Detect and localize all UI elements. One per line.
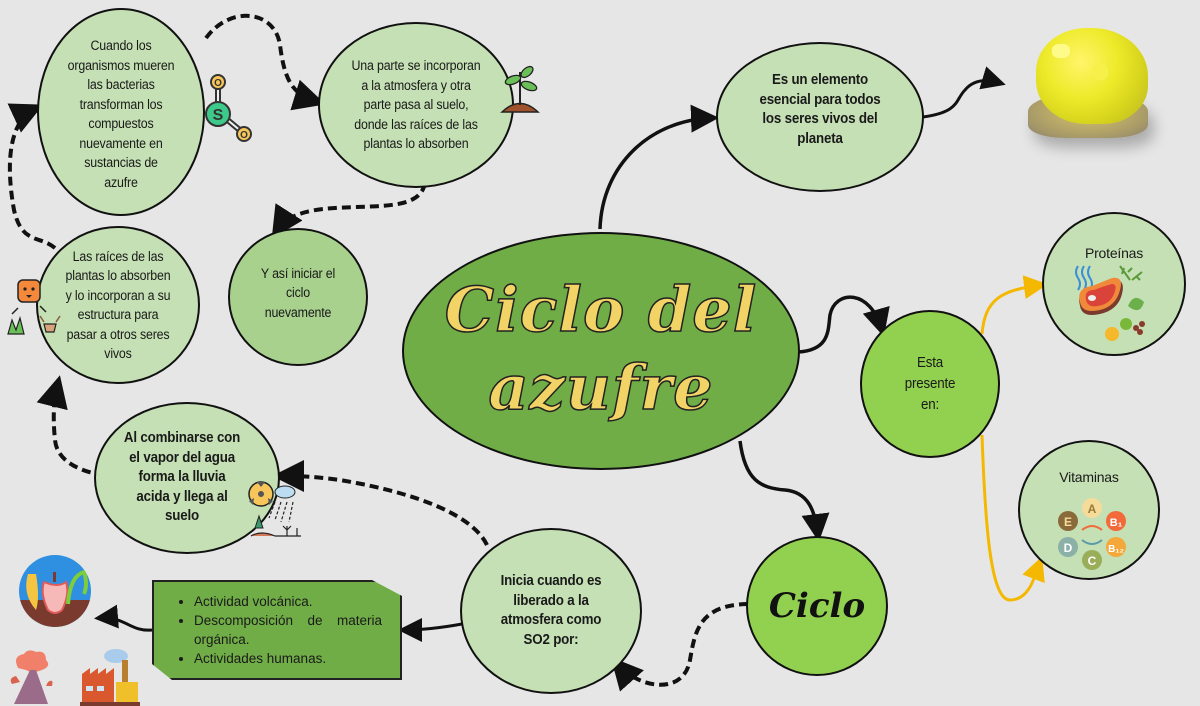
node-atmosfera: Una parte se incorporan a la atmosfera y… bbox=[318, 22, 514, 188]
arrow-sources-to-icons bbox=[94, 604, 153, 632]
arrow-title-to-ciclo bbox=[738, 440, 830, 542]
node-esencial: Es un elemento esencial para todos los s… bbox=[716, 42, 924, 192]
node-inicia-text: Inicia cuando es liberado a la atmosfera… bbox=[500, 573, 602, 648]
title-node: Ciclo del azufre bbox=[402, 232, 800, 470]
node-presente: Esta presente en: bbox=[860, 310, 1000, 458]
dashed-arrow-atmosfera-to-reinicio bbox=[271, 182, 427, 239]
node-ciclo: Ciclo bbox=[746, 536, 888, 676]
factory-icon bbox=[80, 649, 140, 706]
dashed-arrow-ciclo-to-inicia bbox=[610, 602, 749, 692]
node-reinicio: Y así iniciar el ciclo nuevamente bbox=[228, 228, 368, 366]
arrow-inicia-to-sources bbox=[398, 617, 463, 642]
node-organismos: Cuando los organismos mueren las bacteri… bbox=[37, 8, 205, 216]
node-lluvia-text: Al combinarse con el vapor del agua form… bbox=[123, 430, 241, 525]
sprout-icon bbox=[500, 65, 540, 113]
svg-text:D: D bbox=[1064, 541, 1073, 555]
node-presente-text: Esta presente en: bbox=[904, 354, 956, 413]
food-chain-icon bbox=[7, 279, 61, 335]
svg-text:B₁₂: B₁₂ bbox=[1108, 544, 1124, 555]
svg-text:C: C bbox=[1088, 554, 1097, 568]
arrow-presente-to-proteinas bbox=[980, 275, 1048, 335]
svg-text:S: S bbox=[213, 107, 224, 124]
sources-list: Actividad volcánica. Descomposición de m… bbox=[154, 582, 400, 676]
node-raices: Las raíces de las plantas lo absorben y … bbox=[36, 226, 200, 384]
so2-molecule-icon: O S O bbox=[205, 74, 252, 142]
node-inicia: Inicia cuando es liberado a la atmosfera… bbox=[460, 528, 642, 694]
node-proteinas-text: Proteínas bbox=[1084, 245, 1144, 261]
svg-text:A: A bbox=[1088, 502, 1097, 516]
svg-text:O: O bbox=[240, 130, 248, 141]
node-raices-text: Las raíces de las plantas lo absorben y … bbox=[65, 248, 171, 362]
svg-text:B₁: B₁ bbox=[1110, 517, 1123, 529]
node-organismos-text: Cuando los organismos mueren las bacteri… bbox=[67, 38, 175, 190]
dashed-arrow-inicia-to-lluvia bbox=[272, 460, 489, 546]
volcano-icon bbox=[10, 650, 53, 704]
node-esencial-text: Es un elemento esencial para todos los s… bbox=[759, 72, 881, 147]
sources-box: Actividad volcánica. Descomposición de m… bbox=[152, 580, 402, 680]
arrow-presente-to-vitaminas bbox=[980, 434, 1045, 602]
source-item: Actividades humanas. bbox=[194, 649, 382, 668]
arrow-title-to-esencial bbox=[598, 104, 719, 230]
acid-rain-icon bbox=[248, 481, 301, 537]
source-item: Actividad volcánica. bbox=[194, 592, 382, 611]
node-reinicio-text: Y así iniciar el ciclo nuevamente bbox=[260, 265, 336, 320]
decomposition-icon bbox=[19, 555, 91, 627]
node-vitaminas-text: Vitaminas bbox=[1059, 469, 1119, 485]
arrow-title-to-presente bbox=[797, 295, 890, 354]
vitamins-icon: A B₁ B₁₂ C D E bbox=[1058, 498, 1126, 570]
node-atmosfera-text: Una parte se incorporan a la atmosfera y… bbox=[351, 58, 481, 152]
source-item: Descomposición de materia orgánica. bbox=[194, 611, 382, 649]
node-ciclo-text: Ciclo bbox=[768, 586, 866, 626]
title-line-1: Ciclo del bbox=[444, 272, 758, 347]
svg-text:E: E bbox=[1064, 515, 1072, 529]
svg-text:O: O bbox=[214, 78, 222, 89]
dashed-arrow-raices-to-organismos bbox=[7, 103, 57, 250]
sulfur-mineral-image bbox=[1022, 24, 1162, 144]
dashed-arrow-organismos-to-atmosfera bbox=[204, 13, 326, 111]
protein-food-icon bbox=[1075, 265, 1145, 341]
node-lluvia: Al combinarse con el vapor del agua form… bbox=[94, 402, 280, 554]
arrow-esencial-to-sulfur bbox=[922, 66, 1006, 119]
title-line-2: azufre bbox=[488, 350, 714, 425]
